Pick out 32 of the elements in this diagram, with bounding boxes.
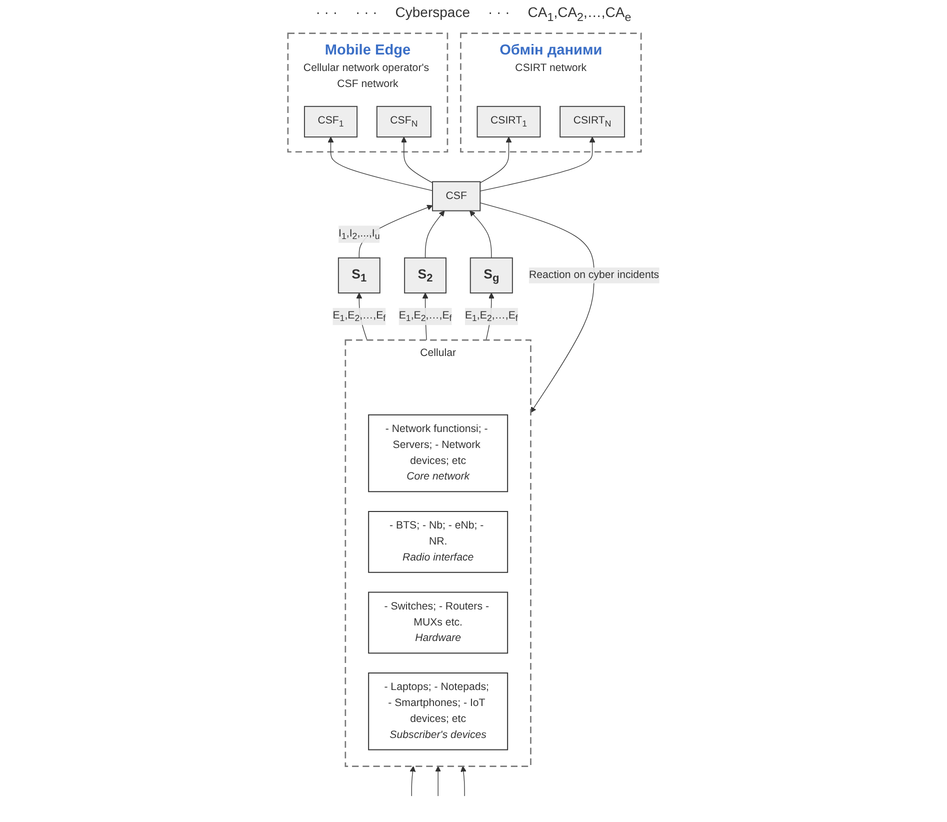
arrow xyxy=(410,766,416,796)
node-box: - Laptops; - Notepads; - Smartphones; - IoT devices; etc Subscriber's devices xyxy=(368,672,508,750)
edge-label: E$_{1}$,E$_{2}$,…,E$_{f}$ xyxy=(464,310,518,323)
node-box: CSIRT$_{N}$ xyxy=(560,106,626,138)
node-box: CSF$_{1}$ xyxy=(304,106,358,138)
note-text: · · · xyxy=(316,4,338,22)
arrow xyxy=(424,210,445,258)
arrow xyxy=(480,136,596,192)
node-box: - Switches; - Routers - MUXs etc. Hardware xyxy=(368,592,508,654)
arrow xyxy=(469,210,492,258)
note-text: · · · xyxy=(356,4,378,22)
note-text: CA$_{1}$,CA$_{2}$,…,CA$_{e}$ xyxy=(528,4,632,24)
note-text: Cyberspace xyxy=(395,4,470,22)
node-box: CSF$_{N}$ xyxy=(376,106,432,138)
arrow xyxy=(480,136,512,183)
edge-label: E$_{1}$,E$_{2}$,…,E$_{f}$ xyxy=(398,310,452,323)
node-box: S$_{2}$ xyxy=(404,257,446,294)
edge-label: Reaction on cyber incidents xyxy=(528,269,660,281)
arrow xyxy=(435,766,441,796)
node-box: - BTS; - Nb; - eNb; - NR. Radio interface xyxy=(368,510,508,573)
note-text: · · · xyxy=(488,4,510,22)
edge-label: I$_{1}$,I$_{2}$,...,I$_{u}$ xyxy=(338,227,380,241)
node-box: CSF xyxy=(432,180,481,212)
node-box: S$_{1}$ xyxy=(338,257,380,294)
arrow xyxy=(401,136,433,183)
node-box: - Network functionsi; - Servers; - Network devices; etc Core network xyxy=(368,414,508,492)
arrow xyxy=(480,202,594,413)
node-box: S$_{g}$ xyxy=(470,257,513,294)
edge-label: E$_{1}$,E$_{2}$,…,E$_{f}$ xyxy=(332,310,386,323)
node-box: CSIRT$_{1}$ xyxy=(476,106,541,138)
arrow xyxy=(460,766,466,796)
arrow xyxy=(328,136,433,191)
